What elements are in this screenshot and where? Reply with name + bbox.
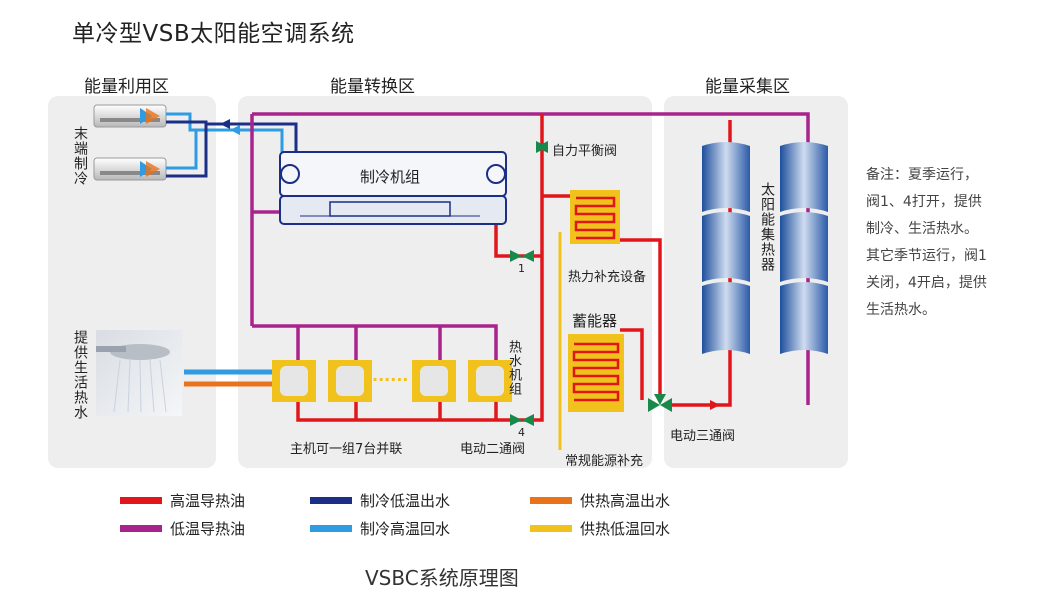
ac-unit-bottom xyxy=(93,157,167,181)
zone-use-label: 能量利用区 xyxy=(84,77,169,97)
hot-water-supply-label: 提供生活热水 xyxy=(72,330,88,420)
units-ellipsis: ...... xyxy=(372,366,409,385)
valve-three-way xyxy=(648,394,672,412)
legend-item: 低温导热油 xyxy=(120,518,245,539)
legend-item: 高温导热油 xyxy=(120,490,245,511)
chiller-unit xyxy=(279,151,507,225)
valve-1 xyxy=(510,250,534,262)
legend-label: 低温导热油 xyxy=(170,520,246,538)
legend-swatch xyxy=(310,497,352,504)
legend-swatch xyxy=(120,525,162,532)
self-balancing-valve-label: 自力平衡阀 xyxy=(552,144,618,159)
page-title: 单冷型VSB太阳能空调系统 xyxy=(72,21,355,47)
zone-convert-label: 能量转换区 xyxy=(330,77,415,97)
thermal-supplement-label: 热力补充设备 xyxy=(568,270,647,285)
diagram-caption: VSBC系统原理图 xyxy=(365,566,519,590)
valve-self-balancing xyxy=(536,141,548,153)
solar-collectors xyxy=(702,142,828,354)
note-line: 制冷、生活热水。 xyxy=(866,221,978,237)
legend-swatch xyxy=(310,525,352,532)
valve-4 xyxy=(510,414,534,426)
chiller-label: 制冷机组 xyxy=(360,168,421,186)
legend-label: 制冷低温出水 xyxy=(360,492,451,510)
legend-label: 制冷高温回水 xyxy=(360,520,451,538)
valve-4-label: 4 xyxy=(518,426,525,439)
valve-1-label: 1 xyxy=(518,262,525,275)
terminal-cooling-label: 末端制冷 xyxy=(72,126,88,186)
thermal-supplement-device xyxy=(570,190,620,244)
accumulator-label: 蓄能器 xyxy=(572,312,618,330)
legend-swatch xyxy=(120,497,162,504)
zone-collect-label: 能量采集区 xyxy=(705,77,790,97)
legend-swatch xyxy=(530,497,572,504)
legend-item: 制冷高温回水 xyxy=(310,518,450,539)
ac-unit-top xyxy=(93,104,167,128)
conventional-energy-label: 常规能源补充 xyxy=(565,454,644,469)
note-block: 备注：夏季运行， 阀1、4打开，提供 制冷、生活热水。 其它季节运行，阀1 关闭… xyxy=(866,162,1036,324)
hot-water-unit-label: 热水机组 xyxy=(506,340,521,396)
hot-water-units xyxy=(272,360,512,402)
legend-label: 供热高温出水 xyxy=(580,492,671,510)
note-line: 阀1、4打开，提供 xyxy=(866,194,982,210)
electric-two-way-label: 电动二通阀 xyxy=(460,442,526,457)
host-group-label: 主机可一组7台并联 xyxy=(290,442,403,457)
hot-water-pipes xyxy=(184,369,272,387)
legend-label: 供热低温回水 xyxy=(580,520,671,538)
legend-label: 高温导热油 xyxy=(170,492,246,510)
accumulator-device xyxy=(568,334,624,412)
legend-swatch xyxy=(530,525,572,532)
cooling-pipes xyxy=(166,112,298,178)
solar-collector-label: 太阳能集热器 xyxy=(759,182,775,272)
note-line: 备注：夏季运行， xyxy=(866,167,978,183)
legend-item: 供热高温出水 xyxy=(530,490,670,511)
electric-three-way-label: 电动三通阀 xyxy=(670,429,736,444)
shower-image xyxy=(96,330,182,416)
legend-item: 制冷低温出水 xyxy=(310,490,450,511)
note-line: 其它季节运行，阀1 xyxy=(866,248,987,264)
note-line: 关闭，4开启，提供 xyxy=(866,275,987,291)
note-line: 生活热水。 xyxy=(866,302,936,318)
legend-item: 供热低温回水 xyxy=(530,518,670,539)
